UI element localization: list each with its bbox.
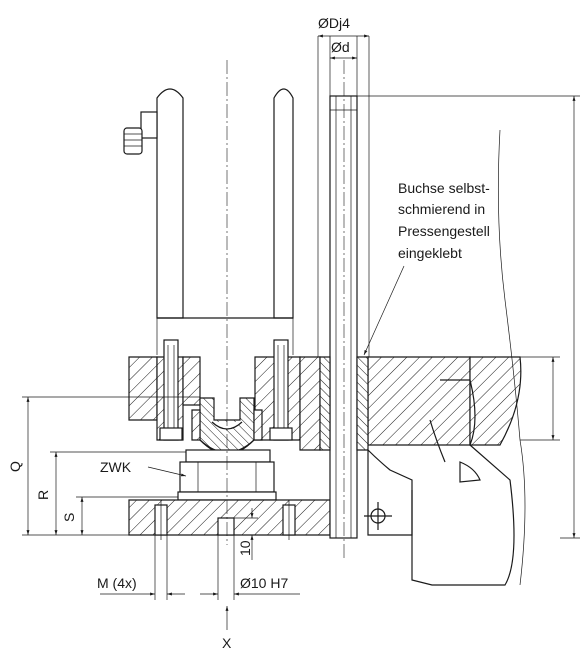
label-s: S <box>61 513 77 522</box>
label-q: Q <box>7 461 23 472</box>
label-zwk: ZWK <box>100 459 132 475</box>
cylinder-body <box>156 88 294 355</box>
dimension-lines <box>22 34 580 630</box>
center-lines <box>226 60 345 560</box>
label-m4x: M (4x) <box>97 575 137 591</box>
locating-pin-symbol <box>364 502 392 530</box>
label-10: 10 <box>237 540 253 556</box>
label-dj4: ØDj4 <box>318 15 350 31</box>
label-d: Ød <box>331 39 350 55</box>
label-x: X <box>222 635 232 651</box>
base-plate <box>128 499 331 540</box>
hydraulic-fitting <box>123 111 158 155</box>
press-frame-right <box>254 356 522 451</box>
label-bushing-4: eingeklebt <box>398 245 462 261</box>
label-r: R <box>35 490 51 500</box>
label-bushing-3: Pressengestell <box>398 223 490 239</box>
label-bushing-2: schmierend in <box>398 201 485 217</box>
casting-contour <box>367 129 526 586</box>
guide-pillar <box>319 95 369 539</box>
label-bore: Ø10 H7 <box>240 575 288 591</box>
upper-bolts <box>159 339 293 441</box>
label-bushing-1: Buchse selbst- <box>398 180 490 196</box>
